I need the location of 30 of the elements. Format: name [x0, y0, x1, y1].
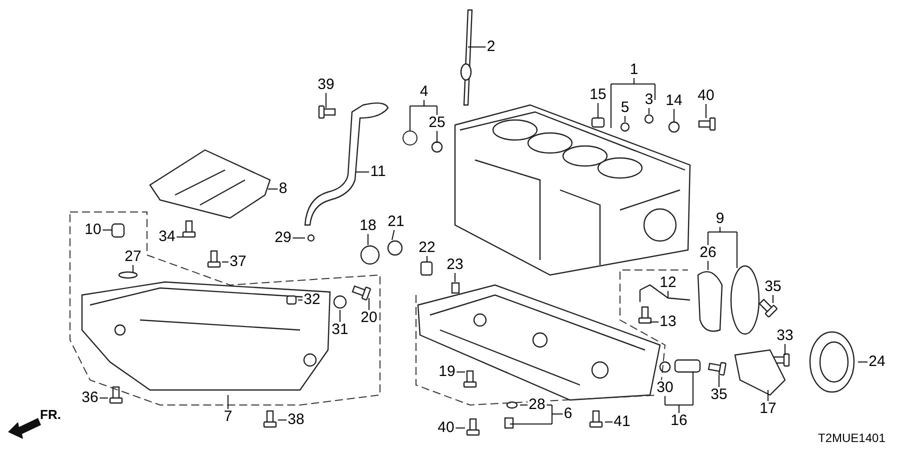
leader-line [648, 108, 650, 114]
leader-line [784, 344, 786, 356]
diagram-code: T2MUE1401 [818, 430, 886, 447]
seal-ring [402, 130, 418, 146]
leader-line [392, 230, 395, 240]
leader-line [718, 374, 720, 388]
callout-number: 30 [656, 380, 674, 396]
leader-line [692, 372, 694, 406]
leader-line [520, 404, 528, 406]
leader-line [736, 232, 738, 268]
leader-line [436, 130, 438, 144]
leader-line [436, 106, 438, 116]
leader-line [454, 272, 456, 282]
leader-line [268, 188, 278, 190]
bracket-line [410, 100, 438, 106]
leader-line [468, 46, 486, 48]
callout-number: 12 [658, 275, 678, 291]
bracket-line [610, 78, 656, 84]
callout-number: 21 [386, 214, 406, 230]
leader-line [664, 396, 666, 406]
leader-line [610, 84, 656, 128]
front-label: FR. [40, 406, 61, 424]
bracket-line [552, 404, 564, 424]
leader-line [426, 256, 428, 262]
leader-line [368, 298, 370, 310]
bracket-line [664, 404, 694, 414]
leader-line [624, 116, 626, 122]
leader-line [132, 264, 134, 272]
leader-line [772, 294, 774, 304]
bracket-line [708, 226, 738, 232]
